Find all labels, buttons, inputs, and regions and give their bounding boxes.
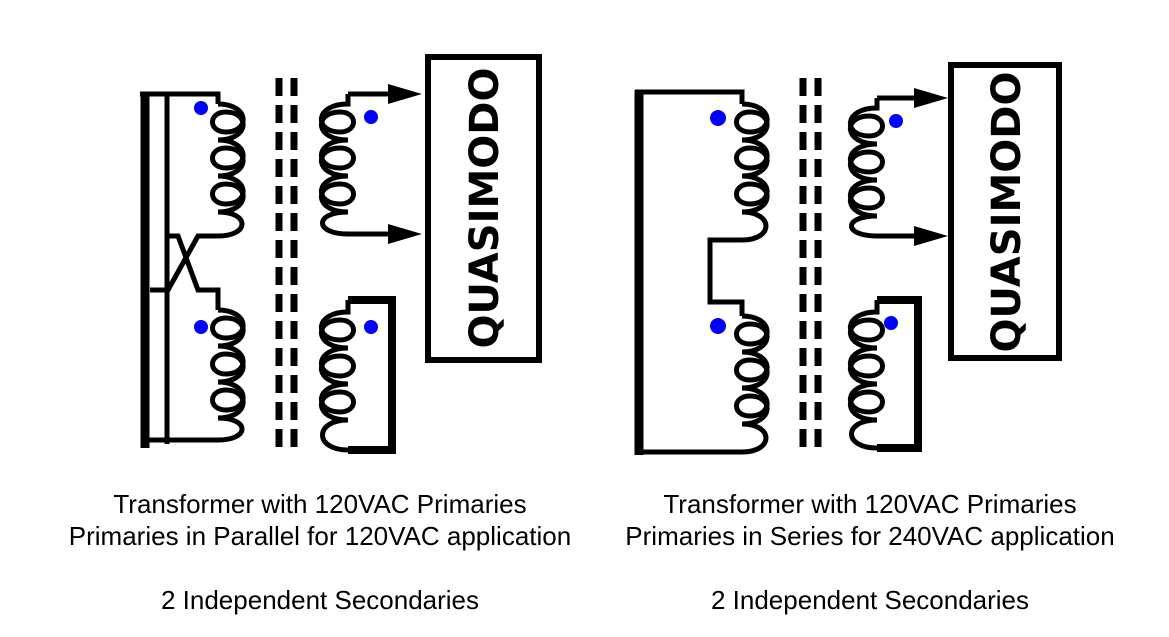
secondary-coil-2 — [848, 296, 922, 452]
transformer-core — [275, 78, 298, 450]
polarity-dot — [364, 320, 378, 334]
secondary-coil-1 — [848, 88, 948, 246]
caption-config: Primaries in Parallel for 120VAC applica… — [68, 521, 572, 551]
polarity-dot — [889, 114, 903, 128]
caption-title: Transformer with 120VAC Primaries — [663, 489, 1077, 519]
load-box — [425, 54, 542, 363]
right-diagram: QUASIMODO — [634, 62, 1062, 455]
primary-coil-1 — [210, 101, 246, 239]
secondary-coil-1 — [319, 84, 422, 244]
load-box — [948, 62, 1062, 361]
primary-coil-2 — [639, 313, 770, 455]
secondary-coil-2 — [319, 296, 396, 454]
transformer-core — [799, 78, 822, 452]
left-caption: Transformer with 120VAC Primaries Primar… — [35, 488, 605, 616]
polarity-dot — [710, 318, 726, 334]
caption-title: Transformer with 120VAC Primaries — [113, 489, 527, 519]
load-label: QUASIMODO — [984, 72, 1030, 353]
left-diagram: QUASIMODO — [140, 54, 542, 454]
polarity-dot — [364, 110, 378, 124]
polarity-dot — [710, 110, 726, 126]
caption-secondaries: 2 Independent Secondaries — [710, 585, 1030, 615]
caption-config: Primaries in Series for 240VAC applicati… — [625, 521, 1115, 551]
polarity-dot — [194, 101, 208, 115]
polarity-dot — [194, 320, 208, 334]
right-caption: Transformer with 120VAC Primaries Primar… — [590, 488, 1150, 616]
load-label: QUASIMODO — [462, 68, 508, 349]
caption-secondaries: 2 Independent Secondaries — [160, 585, 480, 615]
polarity-dot — [884, 316, 898, 330]
primary-coil-2 — [145, 307, 246, 443]
primary-coil-1 — [734, 101, 770, 243]
